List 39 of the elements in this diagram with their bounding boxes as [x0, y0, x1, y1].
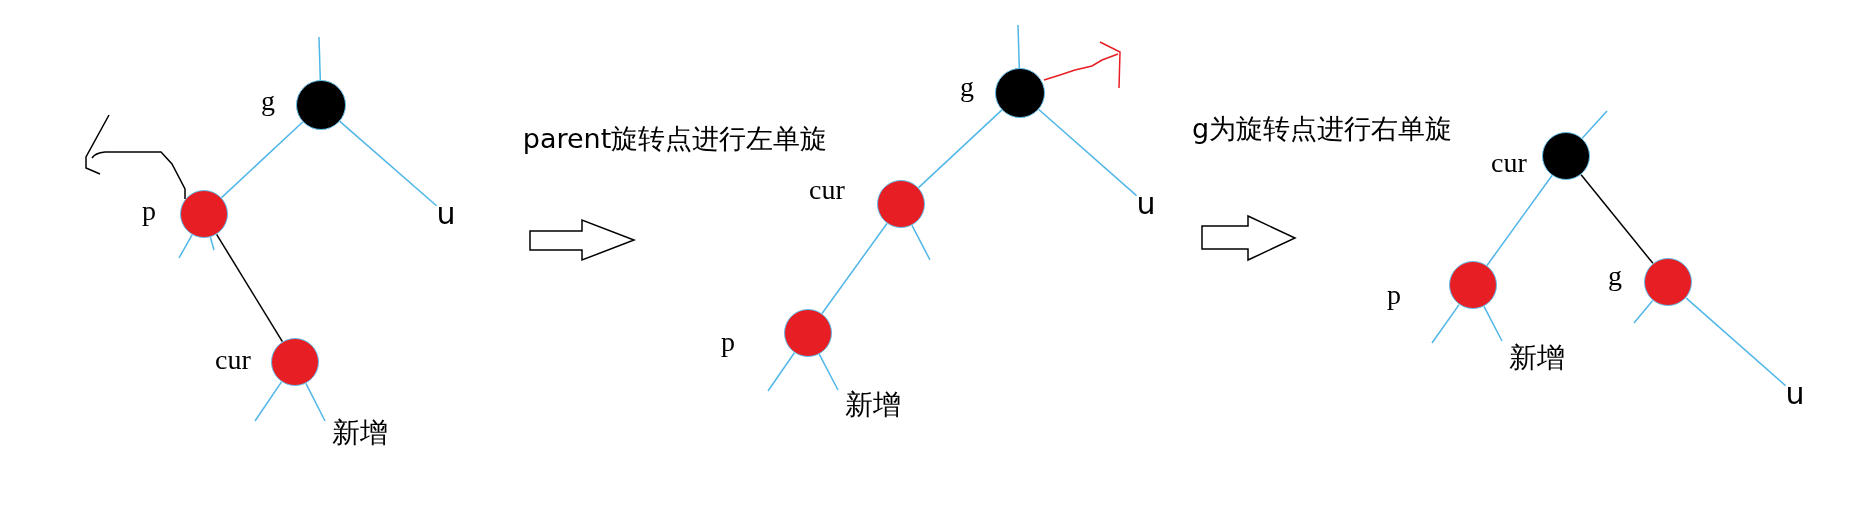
leaf-label: u: [1785, 379, 1805, 409]
node-label: p: [142, 197, 156, 225]
tree-edge: [1486, 174, 1553, 267]
node-label: g: [1608, 262, 1622, 290]
tree-edge: [917, 109, 1003, 189]
tree-edge: [215, 233, 284, 343]
node-label: g: [960, 73, 974, 101]
child-link-line: [318, 36, 322, 81]
tree-edge: [339, 120, 438, 207]
tree-edge: [1685, 297, 1787, 387]
note-text: 新增: [1509, 344, 1565, 372]
child-link-line: [1431, 303, 1460, 344]
child-link-line: [209, 236, 215, 251]
tree-edge: [220, 121, 304, 199]
node-label: g: [261, 87, 275, 115]
node-label: p: [1387, 281, 1401, 309]
child-link-line: [178, 234, 193, 259]
node-label: cur: [215, 346, 251, 374]
child-link-line: [254, 381, 283, 422]
leaf-label: u: [436, 199, 456, 229]
child-link-line: [767, 352, 796, 392]
tree-edge: [821, 222, 888, 315]
child-link-line: [818, 353, 839, 391]
tree-edge: [1580, 173, 1654, 265]
node-label: cur: [1491, 149, 1527, 177]
child-link-line: [1633, 299, 1654, 324]
step-caption: parent旋转点进行左单旋: [522, 124, 828, 152]
node-label: cur: [809, 176, 845, 204]
note-text: 新增: [845, 391, 901, 419]
node-label: p: [721, 328, 735, 356]
child-link-line: [1017, 24, 1021, 69]
step-caption: g为旋转点进行右单旋: [1191, 114, 1453, 142]
child-link-line: [305, 382, 326, 422]
child-link-line: [911, 224, 931, 261]
child-link-line: [1581, 110, 1608, 140]
tree-edge: [1038, 108, 1138, 197]
leaf-label: u: [1136, 189, 1156, 219]
child-link-line: [1483, 305, 1503, 342]
note-text: 新增: [332, 419, 388, 447]
